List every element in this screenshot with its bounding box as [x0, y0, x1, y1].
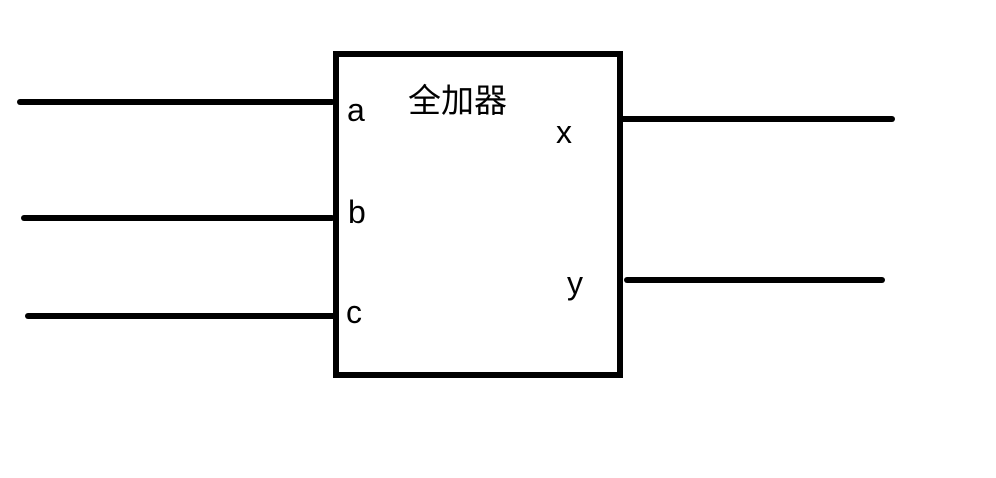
output-port-label-x: x — [556, 114, 572, 150]
output-wire-y — [624, 277, 885, 283]
full-adder-box — [333, 51, 623, 378]
output-port-label-y: y — [567, 265, 583, 301]
full-adder-title: 全加器 — [408, 82, 507, 119]
input-wire-c — [25, 313, 337, 319]
input-port-label-b: b — [348, 194, 366, 230]
input-wire-a — [17, 99, 335, 105]
input-wire-b — [21, 215, 335, 221]
input-port-label-c: c — [346, 294, 362, 330]
output-wire-x — [617, 116, 895, 122]
input-port-label-a: a — [347, 92, 365, 128]
